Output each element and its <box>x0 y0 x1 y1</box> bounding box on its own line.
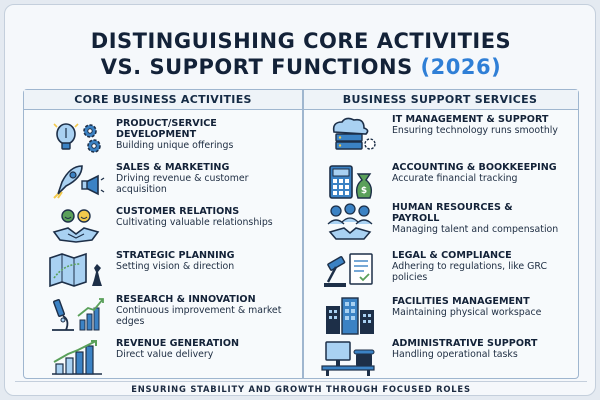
core-item-title: REVENUE GENERATION <box>116 338 240 349</box>
comparison-table: CORE BUSINESS ACTIVITIES BUSINESS SUPPOR… <box>23 89 579 379</box>
column-divider <box>302 90 304 378</box>
footer-tagline: ENSURING STABILITY AND GROWTH THROUGH FO… <box>131 384 471 394</box>
core-item-desc: Continuous improvement & market edges <box>116 305 282 327</box>
core-item-title: CUSTOMER RELATIONS <box>116 206 240 217</box>
title-year: (2026) <box>420 55 502 79</box>
core-column-header: CORE BUSINESS ACTIVITIES <box>24 90 302 110</box>
rocket-megaphone-icon <box>46 162 106 202</box>
core-item-desc: Direct value delivery <box>116 349 214 360</box>
svg-text:$: $ <box>361 186 367 196</box>
title-line-2-text: VS. SUPPORT FUNCTIONS <box>100 55 413 79</box>
cloud-server-icon <box>320 114 380 154</box>
map-chess-icon <box>46 250 106 290</box>
calculator-moneybag-icon: $ <box>320 162 380 202</box>
core-item-title: PRODUCT/SERVICE DEVELOPMENT <box>116 118 217 140</box>
core-item-title: STRATEGIC PLANNING <box>116 250 235 261</box>
core-item-desc: Cultivating valuable relationships <box>116 217 273 228</box>
footer-divider <box>15 381 587 382</box>
core-item-desc: Building unique offerings <box>116 140 234 151</box>
support-item-title: HUMAN RESOURCES & PAYROLL <box>392 202 513 224</box>
support-item-title: LEGAL & COMPLIANCE <box>392 250 512 261</box>
people-handshake-icon <box>320 202 380 242</box>
support-item-desc: Maintaining physical workspace <box>392 307 542 318</box>
microscope-chart-icon <box>46 294 106 334</box>
support-item-desc: Adhering to regulations, like GRC polici… <box>392 261 548 283</box>
support-item-title: ACCOUNTING & BOOKKEEPING <box>392 162 557 173</box>
handshake-smiles-icon <box>46 206 106 246</box>
buildings-icon <box>320 296 380 336</box>
support-item-title: IT MANAGEMENT & SUPPORT <box>392 114 549 125</box>
title-line-1: DISTINGUISHING CORE ACTIVITIES <box>90 29 512 53</box>
support-item-desc: Ensuring technology runs smoothly <box>392 125 558 136</box>
support-column-header: BUSINESS SUPPORT SERVICES <box>302 90 578 110</box>
support-item-desc: Accurate financial tracking <box>392 173 518 184</box>
core-item-title: SALES & MARKETING <box>116 162 230 173</box>
gavel-document-icon <box>320 250 380 290</box>
support-item-desc: Handling operational tasks <box>392 349 518 360</box>
desk-phone-icon <box>320 338 380 378</box>
core-item-title: RESEARCH & INNOVATION <box>116 294 256 305</box>
support-item-title: FACILITIES MANAGEMENT <box>392 296 530 307</box>
core-item-desc: Driving revenue & customer acquisition <box>116 173 249 195</box>
support-item-desc: Managing talent and compensation <box>392 224 559 235</box>
infographic-card: DISTINGUISHING CORE ACTIVITIES VS. SUPPO… <box>4 4 596 396</box>
lightbulb-gears-icon <box>46 118 106 158</box>
core-item-desc: Setting vision & direction <box>116 261 235 272</box>
support-item-title: ADMINISTRATIVE SUPPORT <box>392 338 538 349</box>
title-line-2: VS. SUPPORT FUNCTIONS (2026) <box>5 55 597 80</box>
growth-chart-icon <box>46 338 106 378</box>
